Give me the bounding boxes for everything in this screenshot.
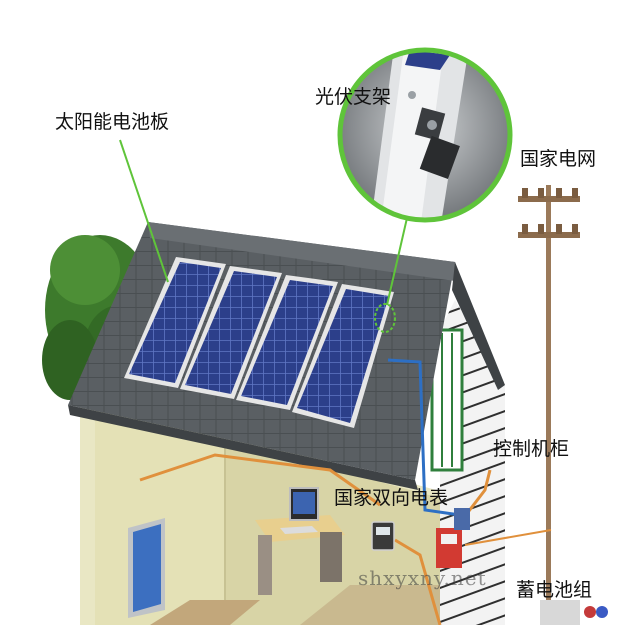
label-control-cabinet: 控制机柜 bbox=[493, 440, 569, 459]
meter-icon bbox=[372, 522, 394, 550]
battery-bank bbox=[540, 600, 608, 625]
tv-icon bbox=[128, 518, 165, 618]
bracket-zoom-inset bbox=[340, 40, 510, 230]
label-pv-bracket: 光伏支架 bbox=[315, 88, 391, 107]
label-battery-bank: 蓄电池组 bbox=[516, 581, 592, 600]
label-bidirectional-meter: 国家双向电表 bbox=[334, 489, 448, 508]
label-solar-panel: 太阳能电池板 bbox=[55, 113, 169, 132]
watermark: shxyxny.net bbox=[358, 566, 487, 590]
label-national-grid: 国家电网 bbox=[520, 150, 596, 169]
